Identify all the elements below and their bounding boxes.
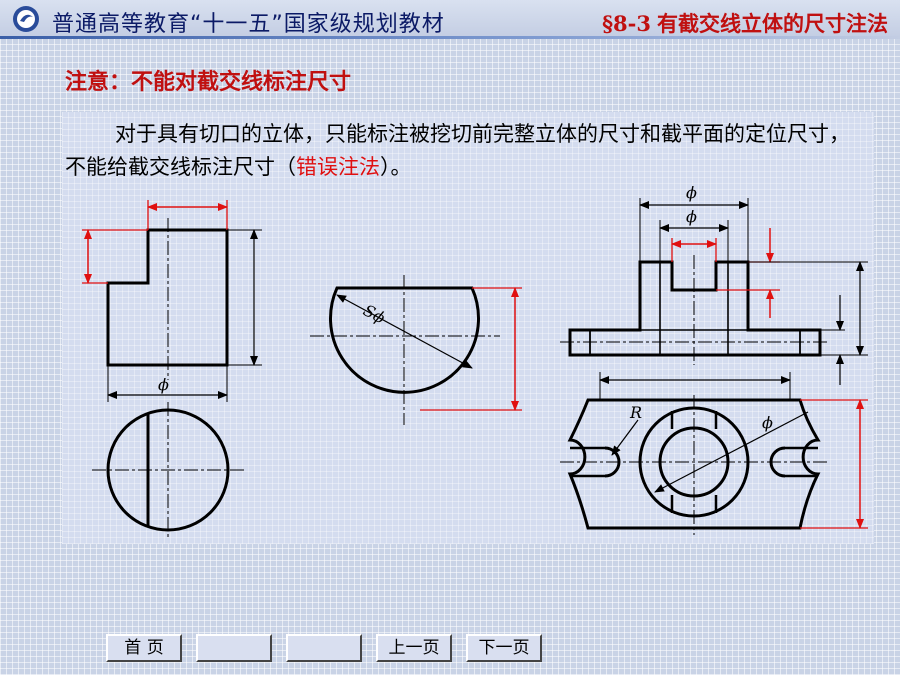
series-title: 普通高等教育“十一五”国家级规划教材 (52, 12, 445, 37)
error-highlight: 错误注法 (296, 155, 380, 179)
diameter-label-2: ϕ (686, 183, 697, 202)
blank-button-1[interactable] (196, 634, 272, 662)
prev-page-button[interactable]: 上一页 (376, 634, 452, 662)
figure-slotted-base-top: ϕ R (560, 372, 868, 535)
paragraph-end: ）。 (380, 155, 412, 179)
figure-notched-block-top (92, 402, 244, 540)
explanation-paragraph: 对于具有切口的立体，只能标注被挖切前完整立体的尺寸和截平面的定位尺寸，不能给截交… (65, 118, 865, 184)
next-page-button[interactable]: 下一页 (466, 634, 542, 662)
dim-diameter-diagonal (654, 411, 809, 493)
dim-sphere-diameter (336, 294, 473, 369)
section-name: 有截交线立体的尺寸注法 (657, 12, 888, 36)
diameter-label-1: ϕ (158, 375, 169, 394)
front-view-outline (568, 260, 822, 357)
paragraph-text: 对于具有切口的立体，只能标注被挖切前完整立体的尺寸和截平面的定位尺寸，不能给截交… (65, 122, 850, 179)
note-title: 注意：不能对截交线标注尺寸 (65, 70, 352, 95)
logo-icon (13, 6, 39, 32)
diameter-label-3: ϕ (686, 207, 697, 226)
blank-button-2[interactable] (286, 634, 362, 662)
figure-notched-block-front: ϕ (82, 200, 262, 402)
radius-label: R (629, 403, 642, 422)
section-number: §8-3 (602, 11, 651, 36)
diameter-label-4: ϕ (762, 413, 773, 432)
home-button[interactable]: 首 页 (106, 634, 182, 662)
header-divider (0, 36, 900, 39)
sphere-outline (329, 286, 480, 394)
figure-slotted-base-front: ϕ ϕ (560, 183, 868, 385)
radius-leader (611, 419, 639, 456)
sphere-label: Sϕ (360, 301, 388, 328)
figure-truncated-sphere: Sϕ (310, 275, 522, 425)
